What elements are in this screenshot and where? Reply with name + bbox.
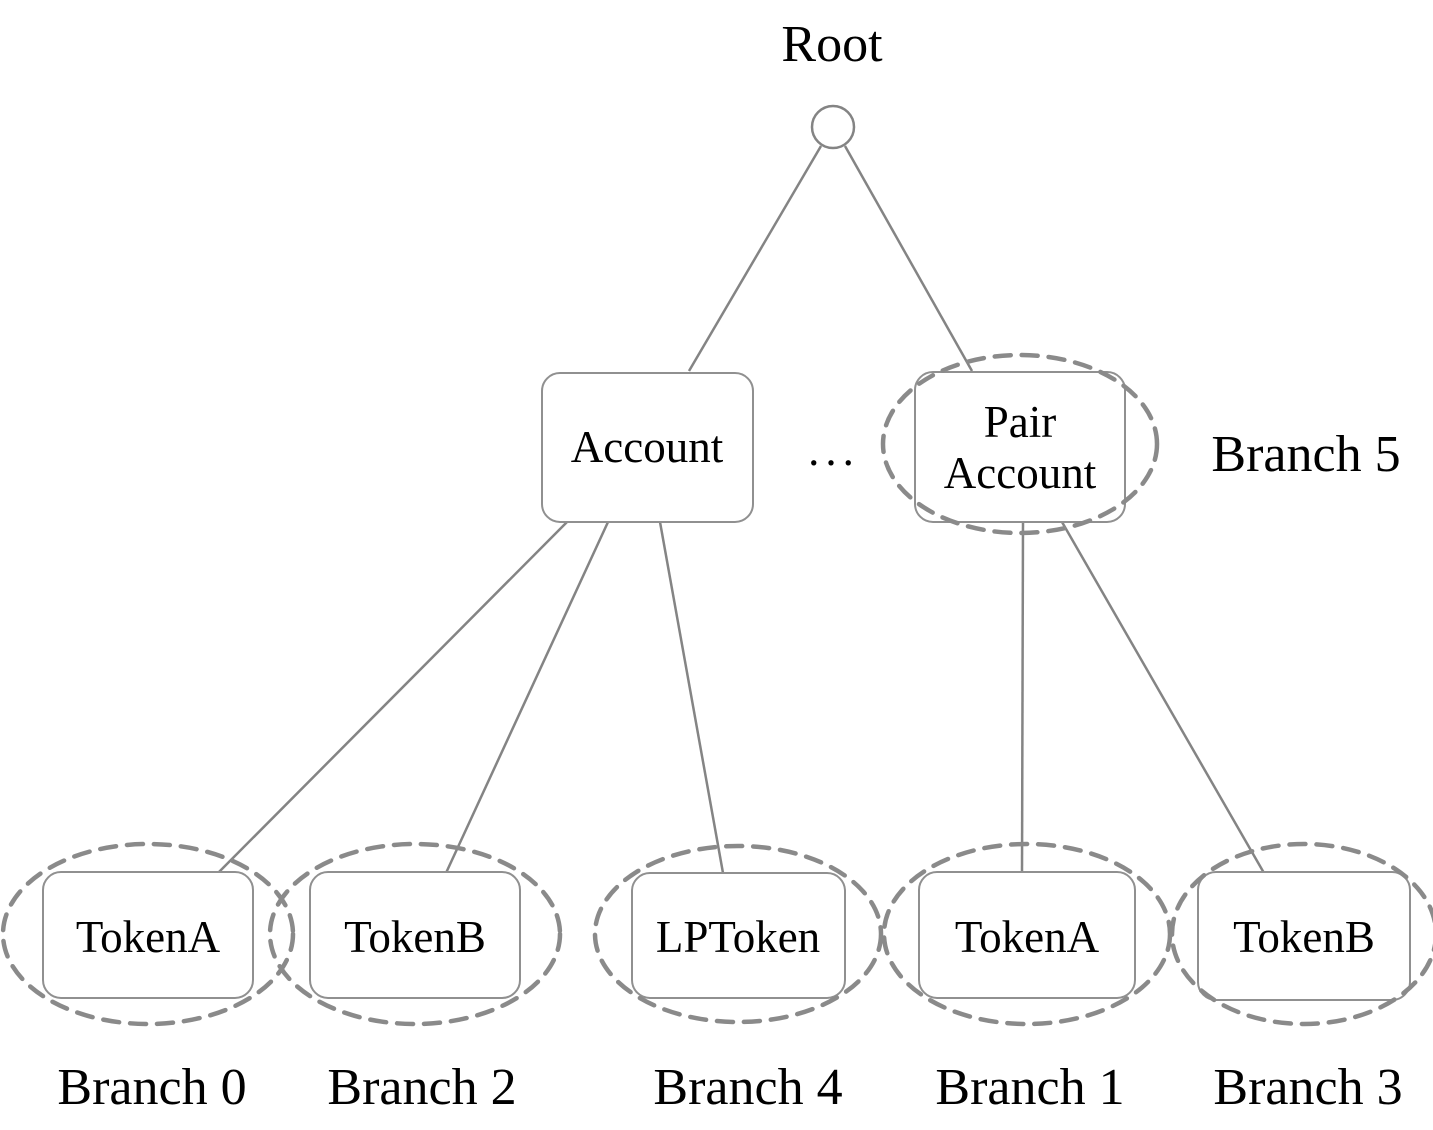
leaf-box-tokena-branch0 xyxy=(42,871,254,999)
branch3-label: Branch 3 xyxy=(1213,1059,1402,1116)
root-label: Root xyxy=(781,16,883,73)
leaf-label-tokena-branch1: TokenA xyxy=(955,912,1100,962)
leaf-box-lptoken-branch4 xyxy=(631,872,846,999)
root-node-circle xyxy=(810,104,856,150)
pair-account-node-box xyxy=(914,371,1126,523)
branch0-dashed-ellipse xyxy=(0,841,296,1027)
branch1-label: Branch 1 xyxy=(935,1059,1124,1116)
ellipsis-label: ... xyxy=(808,425,860,475)
branch4-dashed-ellipse xyxy=(592,843,884,1025)
branch3-dashed-ellipse xyxy=(1169,841,1433,1027)
edge-root-to-account xyxy=(687,145,823,372)
branch5-dashed-ellipse xyxy=(880,352,1160,536)
pair-account-label-line2: Account xyxy=(944,448,1097,498)
edge-account-to-tokenb xyxy=(444,521,610,874)
leaf-label-tokena-branch0: TokenA xyxy=(76,912,221,962)
account-node-label: Account xyxy=(571,422,724,472)
branch4-label: Branch 4 xyxy=(653,1059,842,1116)
branch5-label: Branch 5 xyxy=(1211,426,1400,483)
edge-pair-account-to-tokena xyxy=(1020,521,1025,874)
edge-account-to-lptoken xyxy=(658,521,725,874)
branch2-label: Branch 2 xyxy=(327,1059,516,1116)
leaf-box-tokenb-branch2 xyxy=(309,871,521,999)
branch0-label: Branch 0 xyxy=(57,1059,246,1116)
leaf-box-tokenb-branch3 xyxy=(1197,871,1411,1001)
edge-pair-account-to-tokenb xyxy=(1060,521,1266,874)
leaf-label-tokenb-branch3: TokenB xyxy=(1233,912,1375,962)
edges xyxy=(217,145,1266,874)
branch2-dashed-ellipse xyxy=(267,841,563,1027)
leaf-box-tokena-branch1 xyxy=(918,871,1136,999)
edge-root-to-pair-account xyxy=(843,145,974,372)
pair-account-label-line1: Pair xyxy=(984,397,1057,447)
leaf-label-lptoken-branch4: LPToken xyxy=(656,912,820,962)
leaf-label-tokenb-branch2: TokenB xyxy=(344,912,486,962)
account-node-box xyxy=(541,372,754,523)
edge-account-to-tokena xyxy=(217,521,568,874)
